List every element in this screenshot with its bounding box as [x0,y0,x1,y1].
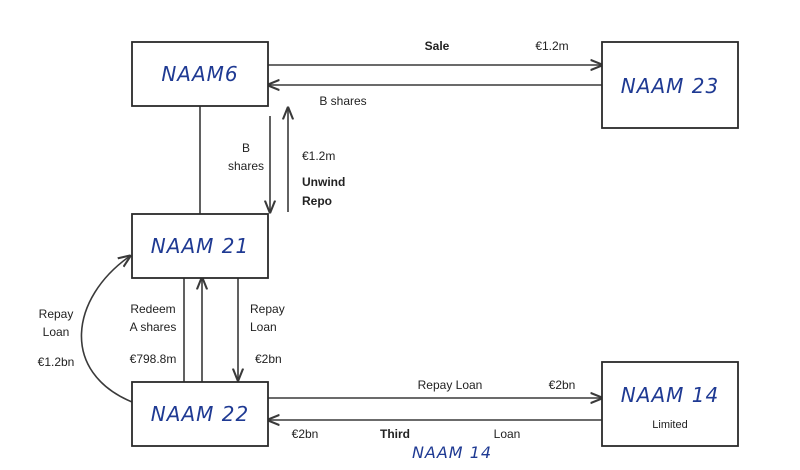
label-sale-amount: €1.2m [535,39,568,53]
node-naam23-label: NAAM 23 [621,74,719,98]
node-naam22: NAAM 22 [131,381,269,447]
label-third-loan-amount: €2bn [292,427,319,441]
label-unwind-amount: €1.2m [302,149,335,163]
label-b-shares-line2: shares [228,159,264,173]
node-naam6: NAAM6 [131,41,269,107]
label-unwind-line2: Repo [302,194,332,208]
label-repay-curve-line2: Loan [43,325,70,339]
node-naam22-label: NAAM 22 [151,402,249,426]
label-redeem-amount: €798.8m [130,352,177,366]
label-repay-21-22-line1: Repay [250,302,285,316]
node-naam21-label: NAAM 21 [151,234,249,258]
label-repay-22-14: Repay Loan [418,378,483,392]
label-sale: Sale [425,39,450,53]
node-naam14-sublabel: Limited [652,419,687,431]
node-naam6-label: NAAM6 [161,62,238,86]
handwritten-annotation: NAAM 14 [412,443,492,462]
label-repay-21-22-amount: €2bn [255,352,282,366]
label-unwind-line1: Unwind [302,175,345,189]
arrow-repay-loan-curve [80,256,132,403]
label-b-shares-top: B shares [319,94,366,108]
label-redeem-line1: Redeem [130,302,175,316]
label-repay-curve-amount: €1.2bn [38,355,75,369]
label-repay-21-22-line2: Loan [250,320,277,334]
label-repay-22-14-amount: €2bn [549,378,576,392]
node-naam14-label: NAAM 14 [621,383,719,407]
label-third-loan-left: Third [380,427,410,441]
node-naam14: NAAM 14 Limited [601,361,739,447]
label-third-loan-right: Loan [494,427,521,441]
label-redeem-line2: A shares [130,320,177,334]
node-naam23: NAAM 23 [601,41,739,129]
node-naam21: NAAM 21 [131,213,269,279]
label-b-shares-line1: B [242,141,250,155]
label-repay-curve-line1: Repay [39,307,74,321]
